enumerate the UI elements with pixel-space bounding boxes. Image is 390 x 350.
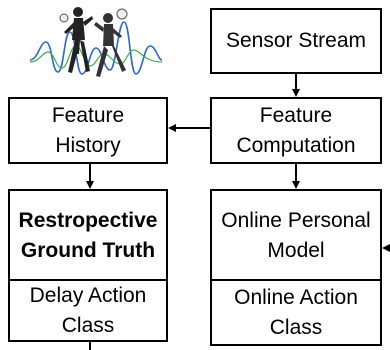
retrospective-ground-truth-label-line2: Ground Truth (20, 238, 156, 262)
retrospective-ground-truth-label-line1: Restropective (18, 208, 158, 232)
player-right (94, 13, 126, 77)
sensor-stream-label: Sensor Stream (225, 29, 367, 52)
delay-action-class-label-line1: Delay Action (29, 283, 147, 307)
sensor-stream-box: Sensor Stream (210, 8, 382, 74)
signal-wave-green (30, 45, 162, 69)
online-action-class-label-line2: Class (269, 315, 323, 339)
soccer-ball-icon (116, 8, 128, 20)
player-left (64, 7, 93, 73)
feature-history-box: Feature History (8, 97, 168, 164)
online-personal-model-label-line2: Model (267, 238, 325, 262)
delay-action-class-label-line2: Class (61, 313, 115, 337)
signal-wave-blue (30, 21, 162, 75)
delay-action-class-box: Delay Action Class (8, 279, 168, 342)
online-action-class-label-line1: Online Action (234, 285, 358, 309)
feature-computation-label-line1: Feature (259, 103, 333, 127)
retrospective-ground-truth-box: Restropective Ground Truth (8, 189, 168, 282)
feature-history-label-line2: History (55, 133, 121, 157)
feature-computation-box: Feature Computation (210, 97, 382, 164)
online-personal-model-label-line1: Online Personal (221, 208, 371, 232)
soccer-ball-icon (59, 13, 69, 23)
online-personal-model-box: Online Personal Model (210, 189, 382, 282)
soccer-players-with-signal-waves-icon (30, 7, 162, 77)
online-action-class-box: Online Action Class (210, 279, 382, 346)
feature-history-label-line1: Feature (51, 103, 125, 127)
feature-computation-label-line2: Computation (236, 133, 356, 157)
